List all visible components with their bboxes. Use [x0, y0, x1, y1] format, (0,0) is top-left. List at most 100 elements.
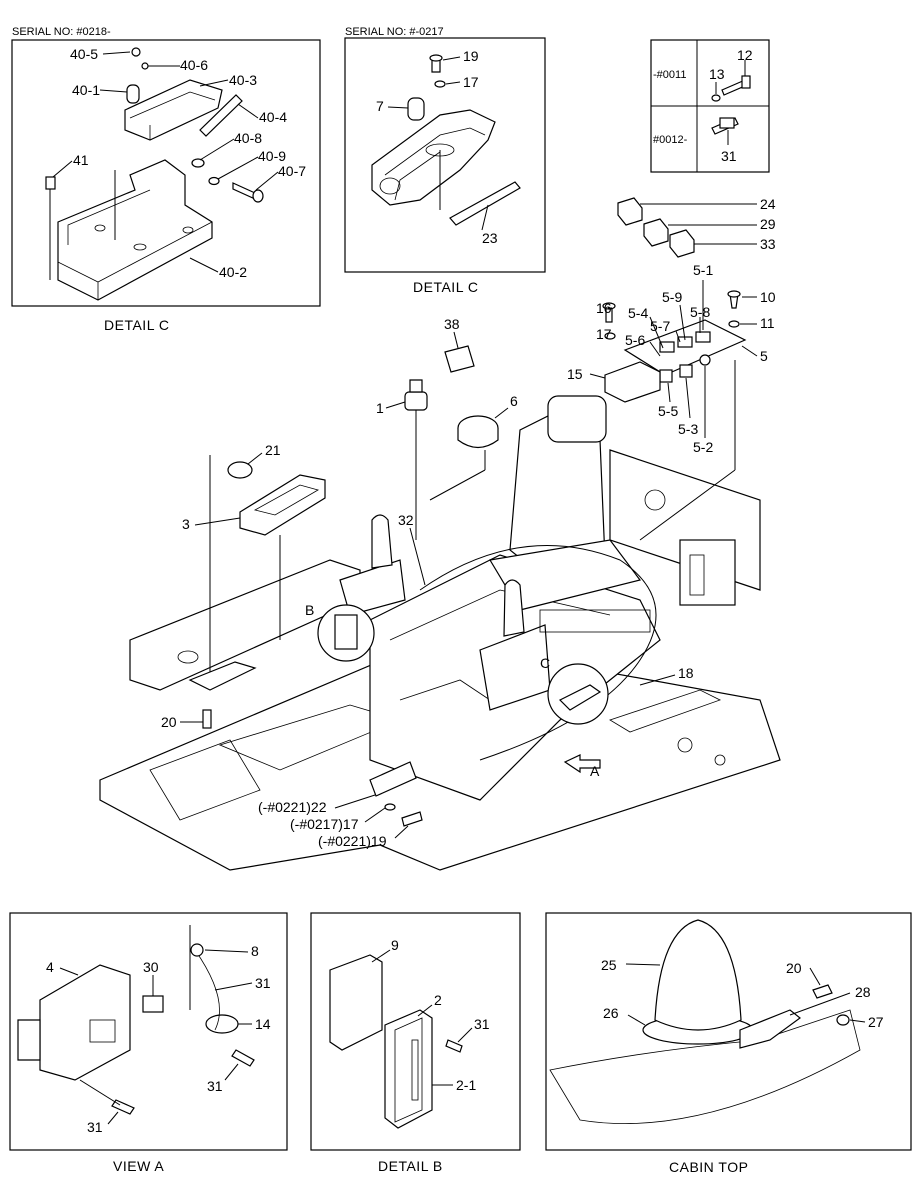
- detail-c-left-caption: DETAIL C: [104, 317, 169, 333]
- label-21: 21: [265, 442, 281, 458]
- label-31-a: 31: [207, 1078, 223, 1094]
- washer-17-main: [604, 332, 616, 340]
- label-33: 33: [760, 236, 776, 252]
- label-c: C: [540, 655, 550, 671]
- side-box: [679, 539, 736, 606]
- label-20-main: 20: [161, 714, 177, 730]
- label-40-3: 40-3: [229, 72, 257, 88]
- label-40-7: 40-7: [278, 163, 306, 179]
- label-23: 23: [482, 230, 498, 246]
- label-5-8: 5-8: [690, 304, 710, 320]
- label-2: 2: [434, 992, 442, 1008]
- floor-step: [149, 739, 261, 821]
- detail-c-mid-caption: DETAIL C: [413, 279, 478, 295]
- label-5: 5: [760, 348, 768, 364]
- holder-body: [371, 109, 496, 206]
- bolt-20-cabin: [812, 984, 833, 999]
- bolt-41: [45, 176, 56, 190]
- rod-23: [449, 181, 521, 226]
- label-11: 11: [760, 315, 775, 331]
- detail-b: DETAIL B 9 2 31 2-1: [310, 912, 521, 1174]
- knob-7: [407, 97, 425, 121]
- cabin-top-frame: [545, 912, 912, 1151]
- mount-plate: [188, 661, 257, 691]
- label-8: 8: [251, 943, 259, 959]
- label-31-strap: 31: [255, 975, 271, 991]
- table-label-13: 13: [709, 66, 725, 82]
- label-2-1: 2-1: [456, 1077, 476, 1093]
- label-1: 1: [376, 400, 384, 416]
- view-a-caption: VIEW A: [113, 1158, 164, 1174]
- washer-13: [711, 94, 721, 102]
- label-40-5: 40-5: [70, 46, 98, 62]
- label-30: 30: [143, 959, 159, 975]
- relay-box-4: [39, 964, 131, 1081]
- table-row1-serial: -#0011: [653, 69, 686, 81]
- switch-33: [669, 229, 695, 258]
- label-5-1: 5-1: [693, 262, 713, 278]
- label-29: 29: [760, 216, 776, 232]
- gauge-cluster-3: [239, 474, 326, 536]
- label-16: 16: [596, 300, 612, 316]
- label-19: 19: [463, 48, 479, 64]
- table-label-31: 31: [721, 148, 737, 164]
- label-27: 27: [868, 1014, 884, 1030]
- label-b: B: [305, 602, 314, 618]
- label-5-3: 5-3: [678, 421, 698, 437]
- label-22-serial: (-#0221)22: [258, 799, 327, 815]
- holder-40-3: [124, 79, 223, 141]
- label-5-9: 5-9: [662, 289, 682, 305]
- label-40-9: 40-9: [258, 148, 286, 164]
- washer-11: [728, 320, 740, 328]
- connector-2: [384, 1009, 433, 1129]
- label-5-7: 5-7: [650, 318, 670, 334]
- detail-b-frame: [310, 912, 521, 1151]
- label-25: 25: [601, 957, 617, 973]
- label-40-4: 40-4: [259, 109, 287, 125]
- label-17-main: 17: [596, 326, 612, 342]
- seat-headrest: [547, 395, 607, 443]
- label-7: 7: [376, 98, 384, 114]
- bracket-9: [329, 954, 383, 1051]
- label-38: 38: [444, 316, 460, 332]
- detail-c-left-frame: [11, 39, 321, 307]
- label-26: 26: [603, 1005, 619, 1021]
- label-40-6: 40-6: [180, 57, 208, 73]
- label-6: 6: [510, 393, 518, 409]
- nut-27: [836, 1014, 850, 1026]
- label-15: 15: [567, 366, 583, 382]
- label-a: A: [590, 763, 600, 779]
- clip-14: [205, 1014, 239, 1034]
- label-19-serial: (-#0221)19: [318, 833, 387, 849]
- label-10: 10: [760, 289, 776, 305]
- serial-table: -#0011 #0012- 12 13 31: [650, 39, 770, 173]
- plate-38: [444, 345, 475, 373]
- cap-21: [227, 461, 253, 479]
- panel-15: [604, 361, 661, 403]
- view-a: VIEW A 8 4 30 31 14 31 31: [9, 912, 288, 1174]
- view-a-frame: [9, 912, 288, 1151]
- label-5-5: 5-5: [658, 403, 678, 419]
- grommet-8: [190, 943, 204, 957]
- label-31-detail-b: 31: [474, 1016, 490, 1032]
- serial-label-mid: SERIAL NO: #-0217: [345, 26, 444, 38]
- label-24: 24: [760, 196, 776, 212]
- table-row2-serial: #0012-: [653, 134, 688, 146]
- washer-40-8: [191, 158, 205, 168]
- screw-40-5: [131, 47, 141, 57]
- label-40-2: 40-2: [219, 264, 247, 280]
- label-17-serial: (-#0217)17: [290, 816, 359, 832]
- label-4: 4: [46, 959, 54, 975]
- label-5-6: 5-6: [625, 332, 645, 348]
- label-40-8: 40-8: [234, 130, 262, 146]
- detail-c-mid: SERIAL NO: #-0217 DETAIL C 19 17 7 23: [344, 26, 546, 295]
- label-14: 14: [255, 1016, 271, 1032]
- label-9: 9: [391, 937, 399, 953]
- bolt-31-a: [231, 1049, 255, 1067]
- cabin-roof: [549, 1009, 861, 1125]
- right-joystick: [503, 579, 525, 637]
- beacon-lamp-25: [654, 919, 742, 1031]
- washer-17-mid: [434, 80, 446, 88]
- view-a-arrow: [563, 754, 601, 774]
- washer-40-9: [208, 176, 220, 186]
